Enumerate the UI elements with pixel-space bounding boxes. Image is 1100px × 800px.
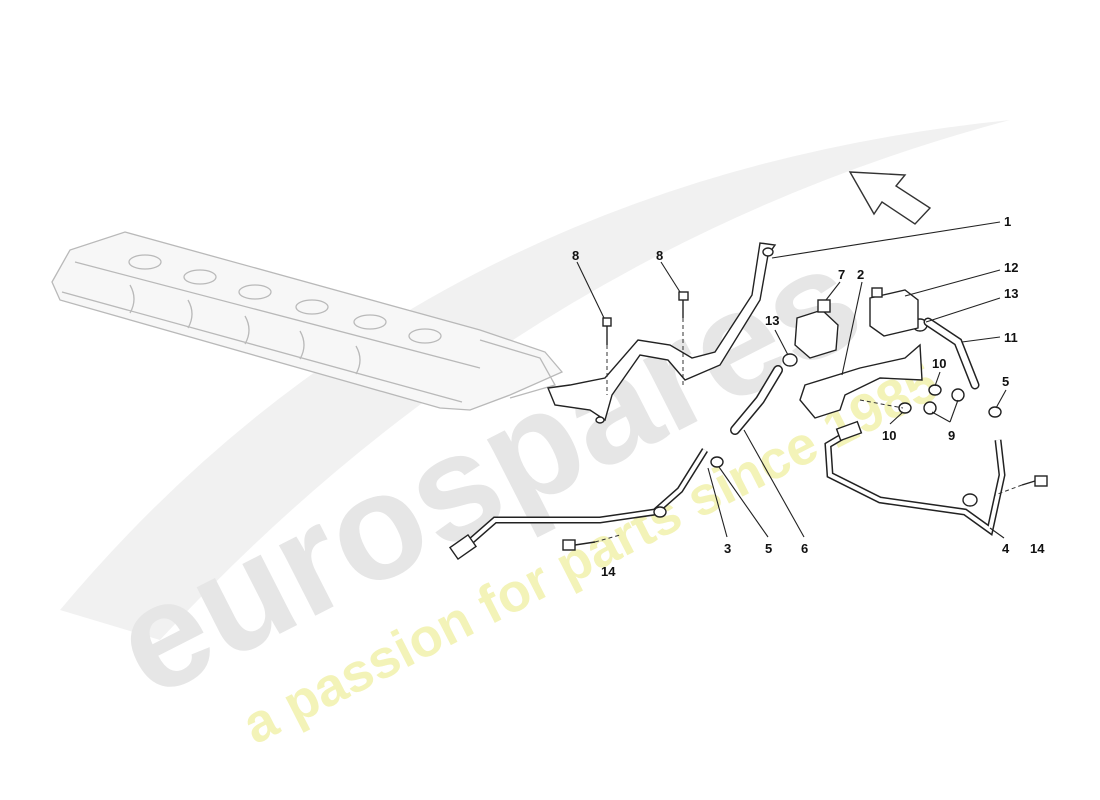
leader-13b — [925, 297, 1001, 323]
canister-port — [871, 287, 883, 298]
pipe-part-4 — [824, 420, 1006, 536]
nut-part-9a — [923, 401, 937, 415]
leader-7 — [825, 281, 841, 301]
bolt-head — [602, 317, 612, 327]
callout-14b: 14 — [1030, 541, 1045, 556]
leader-1 — [771, 221, 1001, 259]
cover-end — [479, 339, 556, 399]
leader-2 — [841, 281, 863, 376]
leader-8b — [660, 261, 681, 293]
bolt14b-shank — [1021, 480, 1036, 486]
pipe3 — [453, 448, 707, 557]
hose-part-6 — [731, 366, 782, 434]
cylinder-head-cover — [51, 231, 564, 411]
pipe-part-3 — [448, 448, 708, 561]
callout-5a: 5 — [765, 541, 772, 556]
bracket-part-1 — [547, 242, 777, 424]
callout-4: 4 — [1002, 541, 1010, 556]
pipe3-eye — [653, 506, 667, 518]
callout-3: 3 — [724, 541, 731, 556]
bolt-part-8a — [602, 317, 612, 395]
washer-part-10a — [898, 402, 912, 414]
nut-part-9b — [951, 388, 965, 402]
connector-part-5b — [988, 406, 1002, 418]
leader-9b — [949, 399, 959, 423]
bracket2-body — [799, 343, 923, 419]
callout-10a: 10 — [932, 356, 946, 371]
bolt14b-axis — [994, 484, 1023, 496]
direction-arrow — [848, 171, 932, 225]
cover-body — [51, 231, 564, 411]
callout-9: 9 — [948, 428, 955, 443]
bracket-hole-2 — [595, 416, 605, 424]
connector-part-5a — [710, 456, 724, 468]
pipe3-fitting — [448, 533, 478, 561]
callout-12: 12 — [1004, 260, 1018, 275]
leader-3 — [707, 467, 728, 538]
valve-part-7 — [794, 299, 839, 359]
cover-ridge — [74, 261, 481, 369]
bolt-head — [678, 291, 689, 301]
pipe4-eye — [962, 493, 978, 507]
leader-4 — [989, 527, 1005, 539]
bolt14-axis — [594, 534, 621, 543]
cover-bolts — [129, 284, 361, 375]
callouts: 1 2 3 4 5 5 6 7 8 8 9 10 10 11 12 13 13 … — [572, 214, 1045, 579]
bracket-part-2 — [799, 343, 923, 419]
bolt-part-14b — [994, 475, 1048, 496]
leader-13a — [774, 329, 789, 356]
bolt14b-head — [1034, 475, 1048, 487]
cover-port-3 — [238, 284, 272, 300]
watermark: eurospares a passion for parts since 198… — [60, 120, 1010, 756]
callout-2: 2 — [857, 267, 864, 282]
washer-axis — [859, 399, 904, 409]
leader-lines — [576, 221, 1007, 539]
callout-5b: 5 — [1002, 374, 1009, 389]
cover-port-5 — [353, 314, 387, 330]
canister-body — [869, 289, 919, 337]
callout-14a: 14 — [601, 564, 616, 579]
callout-11: 11 — [1004, 330, 1018, 345]
cover-port-1 — [128, 254, 162, 270]
callout-8b: 8 — [656, 248, 663, 263]
bracket-hole — [762, 247, 774, 257]
callout-10b: 10 — [882, 428, 896, 443]
pipe4 — [825, 430, 1005, 534]
leader-5a — [718, 466, 769, 538]
callout-13b: 13 — [1004, 286, 1018, 301]
leader-6 — [743, 429, 805, 538]
bolt14-head — [562, 539, 576, 551]
bolt-part-8b — [678, 291, 689, 385]
leader-9a — [931, 411, 951, 423]
washer-part-10b — [928, 384, 942, 396]
canister-part-12 — [869, 287, 919, 337]
hose-part-11 — [925, 319, 978, 388]
leader-12 — [904, 269, 1001, 297]
cover-port-2 — [183, 269, 217, 285]
leader-11 — [961, 336, 1001, 343]
callout-13a: 13 — [765, 313, 779, 328]
valve-port — [817, 299, 831, 313]
callout-7: 7 — [838, 267, 845, 282]
pipe4-fitting — [835, 420, 863, 442]
leader-5b — [995, 389, 1007, 409]
bolt-part-14a — [562, 534, 621, 551]
cover-port-4 — [295, 299, 329, 315]
leader-10a — [934, 371, 941, 387]
callout-1: 1 — [1004, 214, 1011, 229]
callout-6: 6 — [801, 541, 808, 556]
leader-10b — [889, 411, 904, 425]
cover-port-6 — [408, 328, 442, 344]
bolt14-shank — [574, 541, 596, 546]
callout-8a: 8 — [572, 248, 579, 263]
watermark-swoosh — [60, 120, 1010, 640]
leader-8a — [576, 261, 605, 319]
hose-part-11-outline — [923, 317, 980, 390]
clamp-part-13a — [782, 353, 798, 367]
